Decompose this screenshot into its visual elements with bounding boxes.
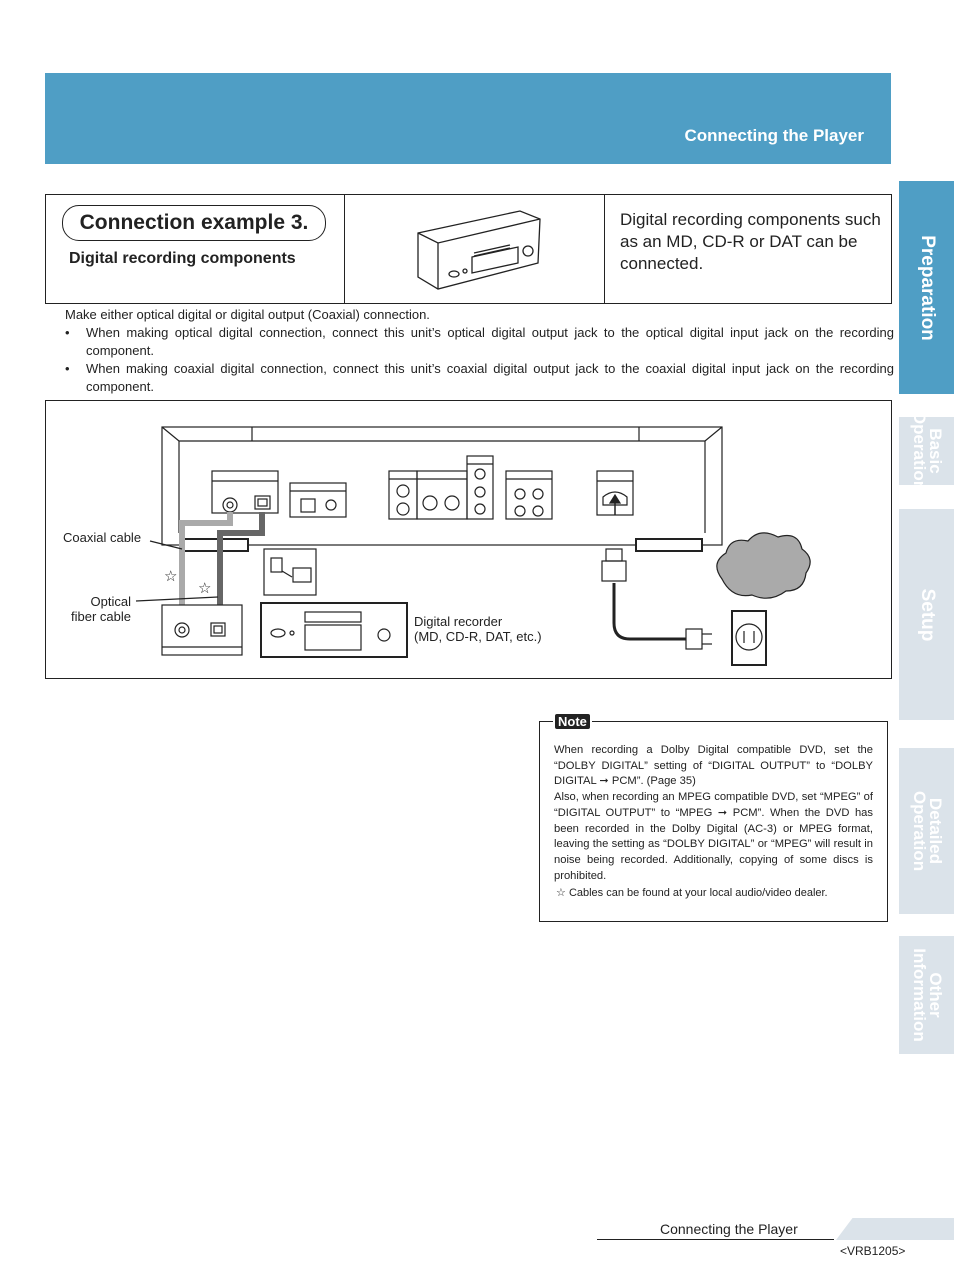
note-paragraph: When recording a Dolby Digital compatibl… bbox=[554, 744, 873, 788]
cables-note: ☆ Cables can be found at your local audi… bbox=[556, 886, 828, 899]
side-tab-label: Setup bbox=[916, 588, 938, 641]
intro-bullet: •When making coaxial digital connection,… bbox=[65, 361, 894, 394]
note-box: Note When recording a Dolby Digital comp… bbox=[539, 713, 888, 922]
side-tab-setup[interactable]: Setup bbox=[899, 509, 954, 720]
side-tab-other-information[interactable]: Other Information bbox=[899, 936, 954, 1054]
svg-text:☆: ☆ bbox=[198, 579, 211, 597]
note-paragraph: Also, when recording an MPEG compatible … bbox=[554, 791, 873, 882]
example-title: Connection example 3. bbox=[62, 205, 326, 241]
star-icon: ☆ bbox=[556, 886, 566, 899]
intro-bullet: •When making optical digital connection,… bbox=[65, 325, 894, 358]
note-tag-label: Note bbox=[555, 714, 590, 729]
side-tab-detailed-operation[interactable]: Detailed Operation bbox=[899, 748, 954, 914]
side-tab-label: Other Information bbox=[909, 948, 945, 1042]
intro-text: Make either optical digital or digital o… bbox=[65, 306, 894, 396]
svg-text:☆: ☆ bbox=[164, 567, 177, 585]
connection-diagram-drawing: ☆ ☆ bbox=[135, 426, 811, 666]
note-tag: Note bbox=[553, 713, 592, 731]
connection-diagram: ☆ ☆ Coaxial cable Optical fiber cable Di… bbox=[45, 400, 892, 679]
intro-lead: Make either optical digital or digital o… bbox=[65, 307, 430, 322]
bullet-text: When making optical digital connection, … bbox=[86, 325, 894, 358]
bullet-text: When making coaxial digital connection, … bbox=[86, 361, 894, 394]
digital-recorder-label: Digital recorder (MD, CD-R, DAT, etc.) bbox=[414, 614, 542, 644]
side-tab-preparation[interactable]: Preparation bbox=[899, 181, 954, 394]
footer-section-label: Connecting the Player bbox=[660, 1221, 798, 1237]
side-tab-label: Basic Operation bbox=[909, 417, 945, 485]
header-banner: Connecting the Player bbox=[45, 73, 891, 164]
note-text: When recording a Dolby Digital compatibl… bbox=[554, 743, 873, 884]
side-tab-label: Detailed Operation bbox=[909, 790, 945, 872]
recorder-illustration bbox=[417, 210, 541, 290]
example-subtitle: Digital recording components bbox=[69, 250, 296, 267]
footer-tab bbox=[836, 1218, 954, 1240]
optical-cable-label: Optical fiber cable bbox=[71, 594, 131, 624]
side-tab-label: Preparation bbox=[916, 234, 938, 341]
footer-code: <VRB1205> bbox=[840, 1244, 906, 1258]
divider bbox=[344, 195, 345, 303]
example-description: Digital recording components such as an … bbox=[620, 210, 881, 273]
section-title: Connecting the Player bbox=[684, 126, 864, 145]
side-tab-basic-operation[interactable]: Basic Operation bbox=[899, 417, 954, 485]
footer-rule bbox=[597, 1239, 834, 1240]
divider bbox=[604, 195, 605, 303]
cables-note-text: Cables can be found at your local audio/… bbox=[568, 887, 828, 899]
connection-example-box: Connection example 3. Digital recording … bbox=[45, 194, 892, 304]
coaxial-cable-label: Coaxial cable bbox=[63, 530, 142, 545]
